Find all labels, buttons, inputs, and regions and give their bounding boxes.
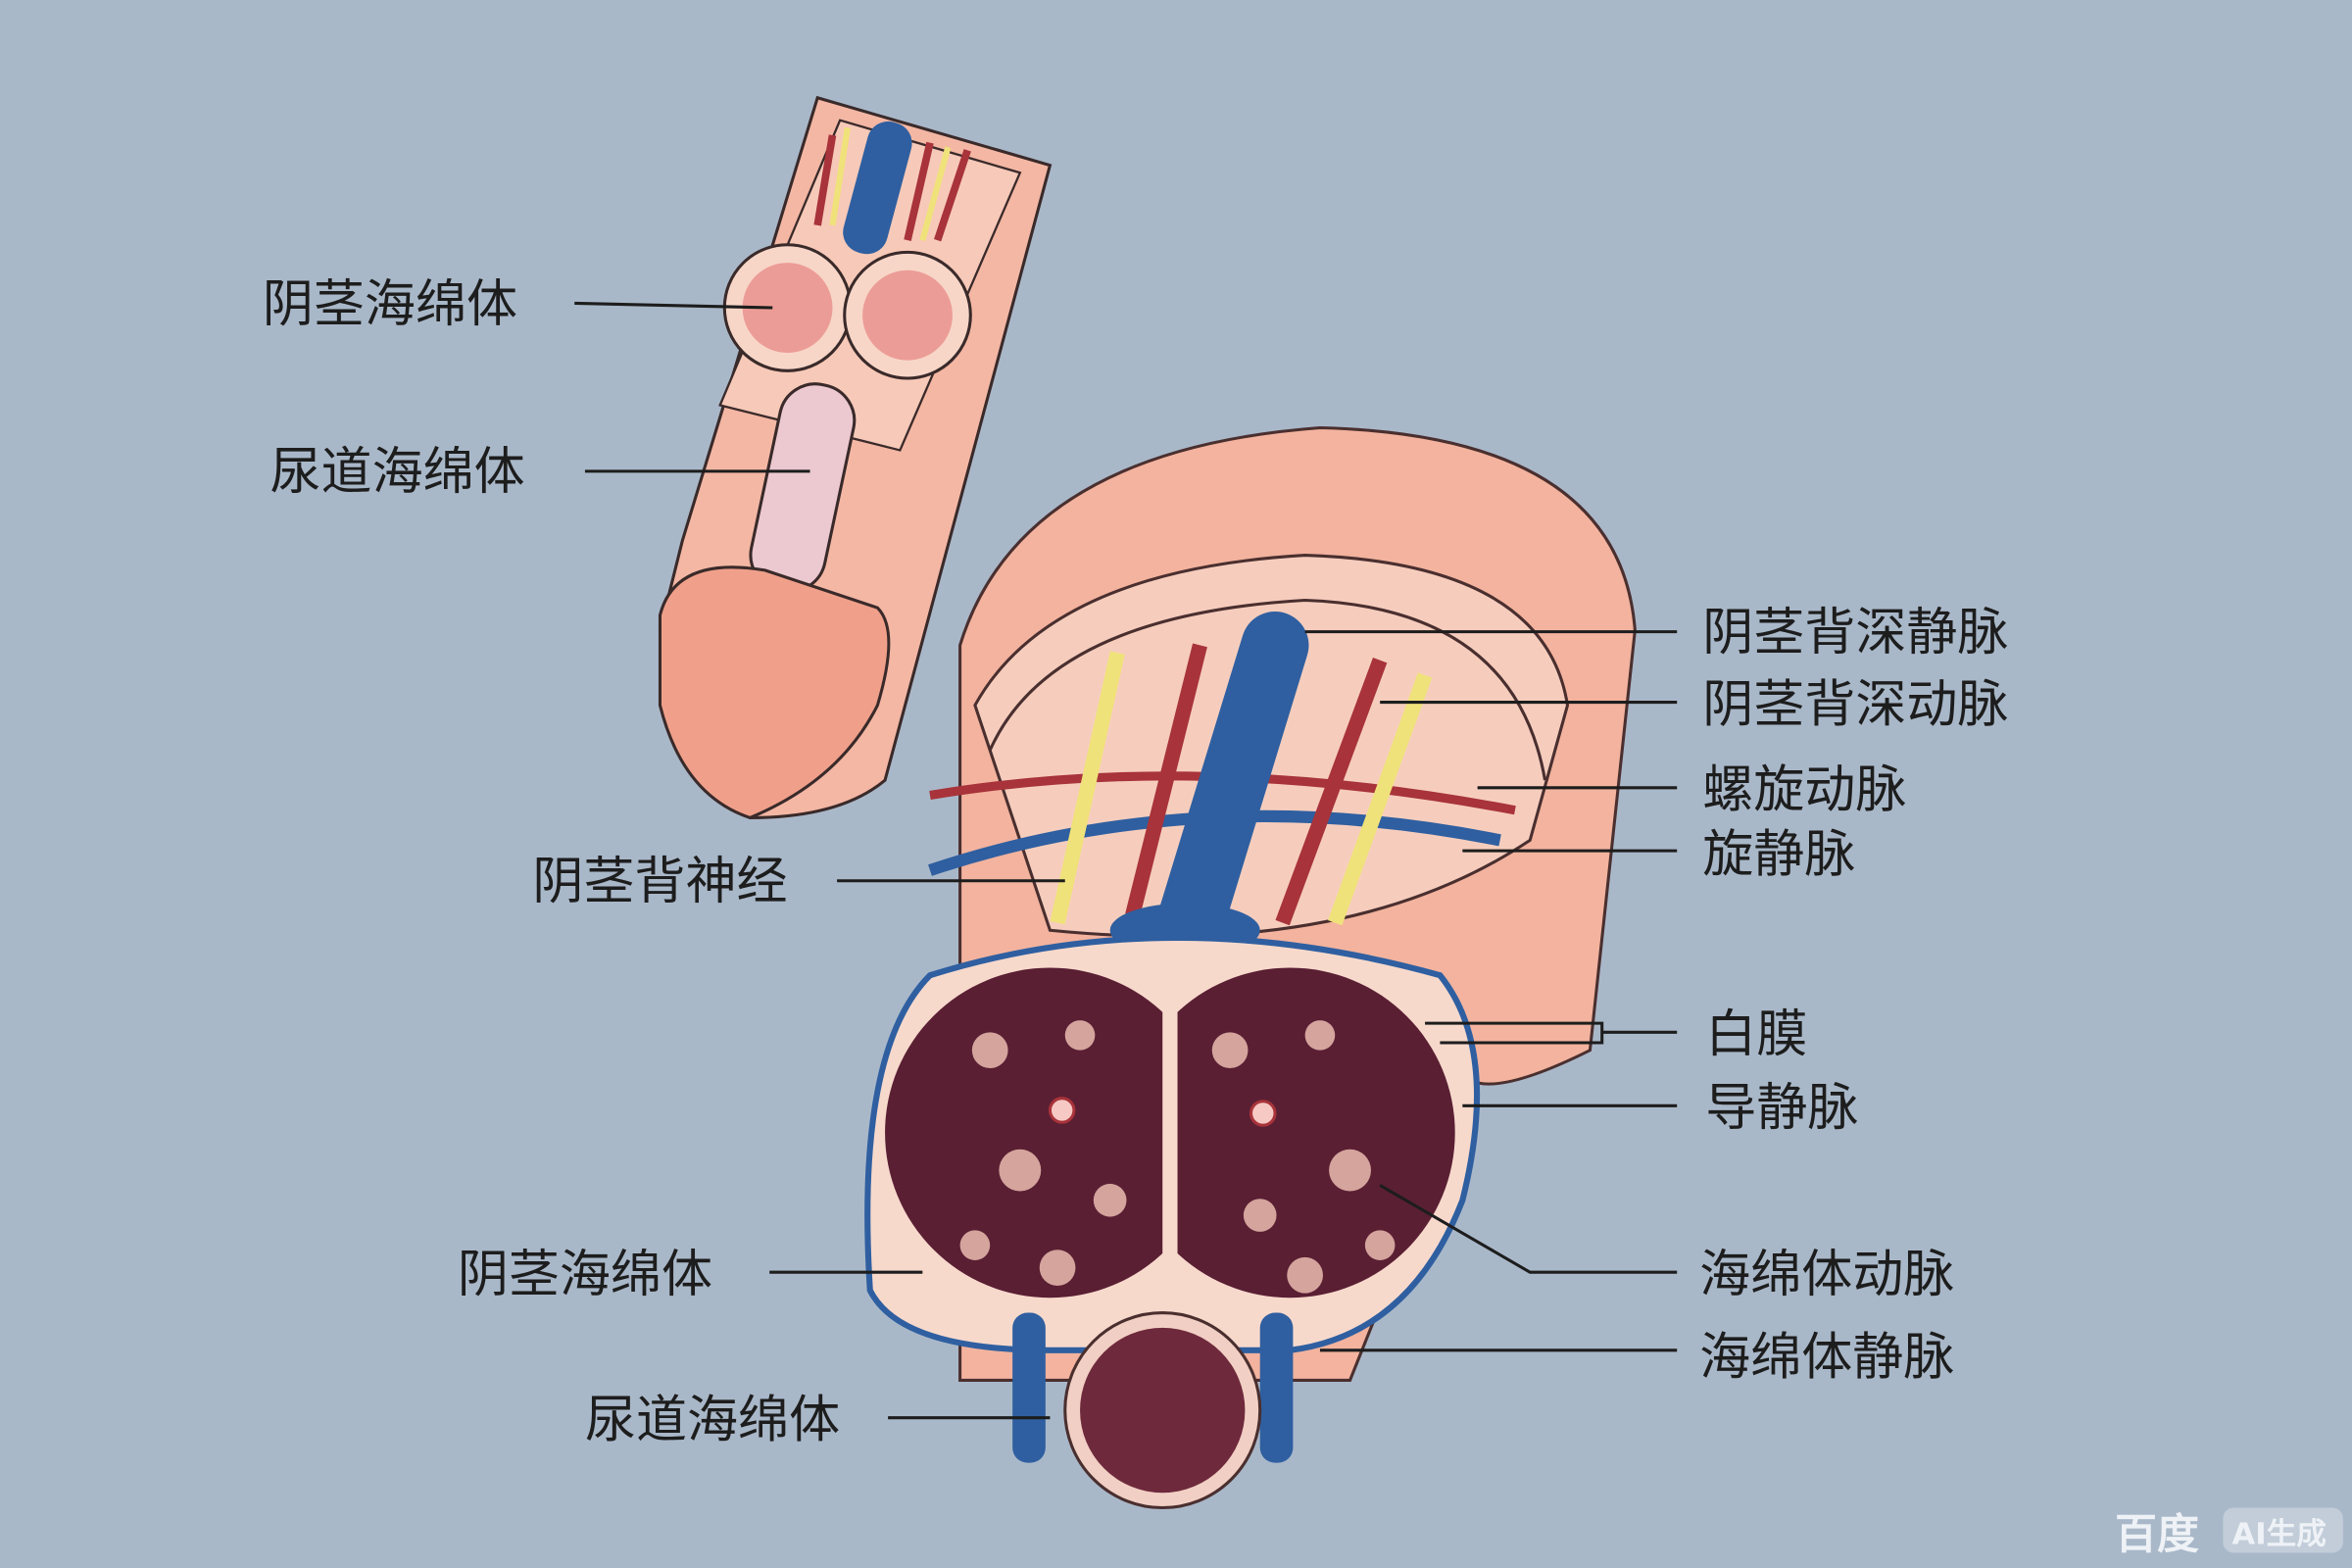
watermark-badge: AI生成 — [2232, 1517, 2327, 1551]
label-tunica-albuginea: 白膜 — [1705, 1005, 1807, 1064]
label-cavernous-vein: 海绵体静脉 — [1699, 1328, 1954, 1387]
label-deep-dorsal-vein: 阴茎背深静脉 — [1702, 604, 2008, 662]
label-upper-corpus-spongiosum: 尿道海绵体 — [270, 443, 525, 502]
watermark-badge-bg — [2223, 1507, 2343, 1553]
label-deep-dorsal-artery: 阴茎背深动脉 — [1702, 675, 2008, 734]
label-dorsal-nerve: 阴茎背神经 — [532, 853, 787, 911]
upper-penis-illustration — [658, 95, 1053, 820]
leader-lines — [574, 301, 1678, 1420]
watermark: 百度 AI生成 — [2115, 1507, 2343, 1559]
label-cavernous-artery: 海绵体动脉 — [1699, 1246, 1954, 1304]
label-upper-corpus-cavernosum: 阴茎海绵体 — [263, 275, 517, 334]
label-lower-corpus-spongiosum: 尿道海绵体 — [585, 1392, 840, 1450]
lower-penis-cross-section — [864, 425, 1637, 1510]
watermark-brand: 百度 — [2115, 1510, 2199, 1559]
label-lower-corpus-cavernosum: 阴茎海绵体 — [458, 1246, 712, 1304]
label-emissary-vein: 导静脉 — [1705, 1079, 1858, 1138]
label-helicine-artery: 螺旋动脉 — [1702, 761, 1906, 820]
label-circumflex-vein: 旋静脉 — [1702, 826, 1855, 885]
